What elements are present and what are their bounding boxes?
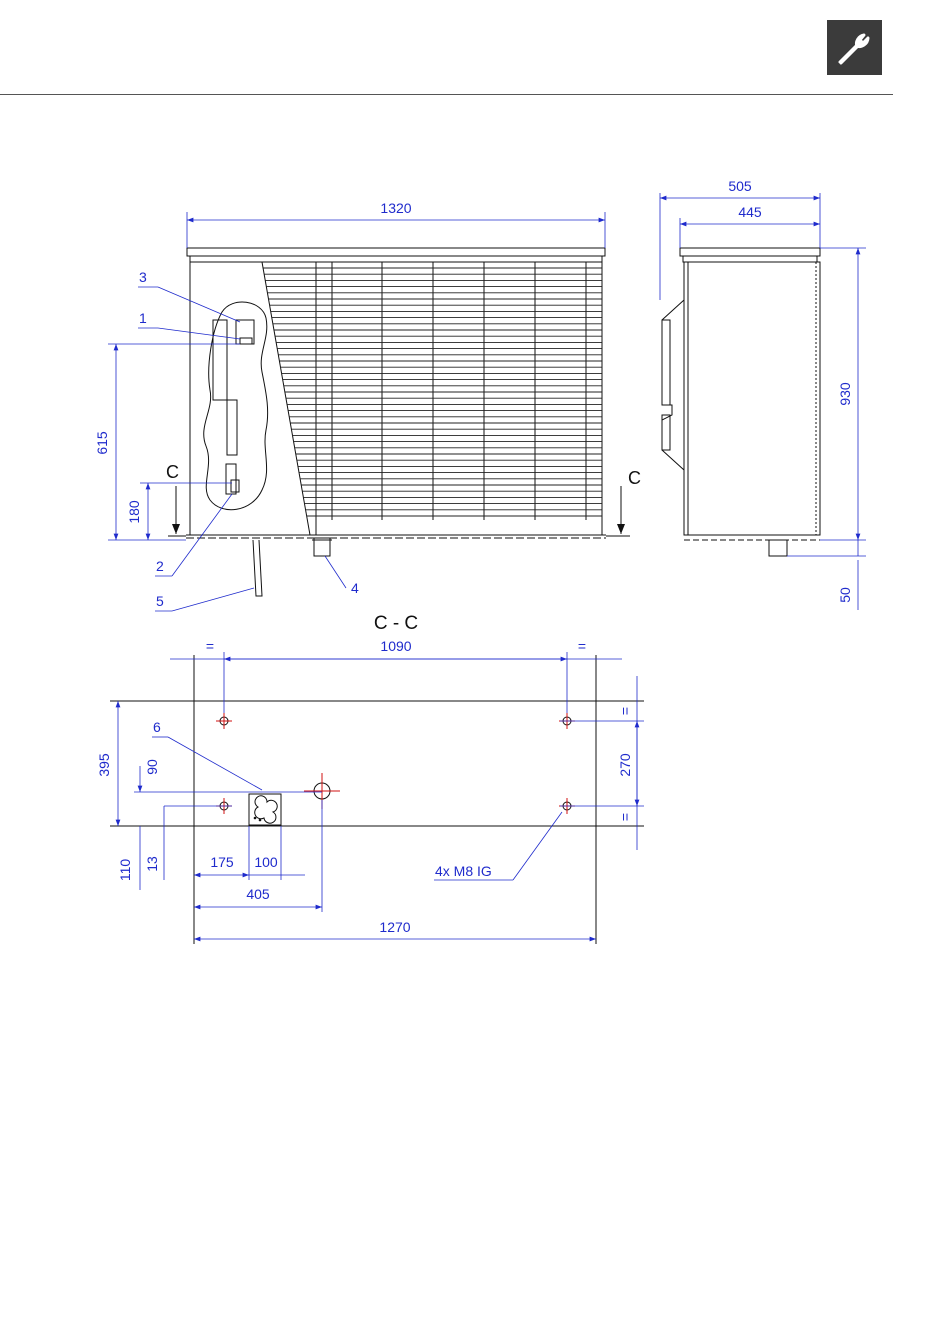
dim-equal-top: = [617, 707, 633, 715]
front-view: 1320 615 180 C C 3 1 2 5 4 [94, 200, 641, 611]
section-mark-left: C [166, 462, 179, 482]
grille-louvers [263, 268, 602, 516]
dim-505: 505 [728, 178, 752, 194]
callout-4: 4 [351, 580, 359, 596]
callout-5: 5 [156, 593, 164, 609]
dim-50: 50 [837, 587, 853, 603]
section-title: C - C [374, 613, 418, 634]
dim-100: 100 [254, 854, 278, 870]
callout-1: 1 [139, 310, 147, 326]
dim-615: 615 [94, 431, 110, 455]
dim-445: 445 [738, 204, 762, 220]
dim-equal-right: = [578, 638, 586, 654]
m8-hole [216, 713, 232, 729]
section-view: C - C [96, 613, 644, 944]
dim-405: 405 [246, 886, 270, 902]
dim-395: 395 [96, 753, 112, 777]
dim-13: 13 [144, 856, 160, 872]
dim-1270: 1270 [379, 919, 410, 935]
dim-equal-bottom: = [617, 813, 633, 821]
side-view: 505 445 930 50 [660, 178, 866, 610]
dim-90: 90 [144, 759, 160, 775]
dim-1320: 1320 [380, 200, 411, 216]
dim-equal-left: = [206, 638, 214, 654]
dim-930: 930 [837, 382, 853, 406]
callout-m8: 4x M8 IG [435, 863, 492, 879]
dim-1090: 1090 [380, 638, 411, 654]
callout-6: 6 [153, 719, 161, 735]
dim-110: 110 [117, 859, 133, 882]
dim-175: 175 [210, 854, 234, 870]
callout-3: 3 [139, 269, 147, 285]
callout-2: 2 [156, 558, 164, 574]
section-mark-right: C [628, 468, 641, 488]
dim-180: 180 [126, 500, 142, 524]
dim-270: 270 [617, 753, 633, 777]
